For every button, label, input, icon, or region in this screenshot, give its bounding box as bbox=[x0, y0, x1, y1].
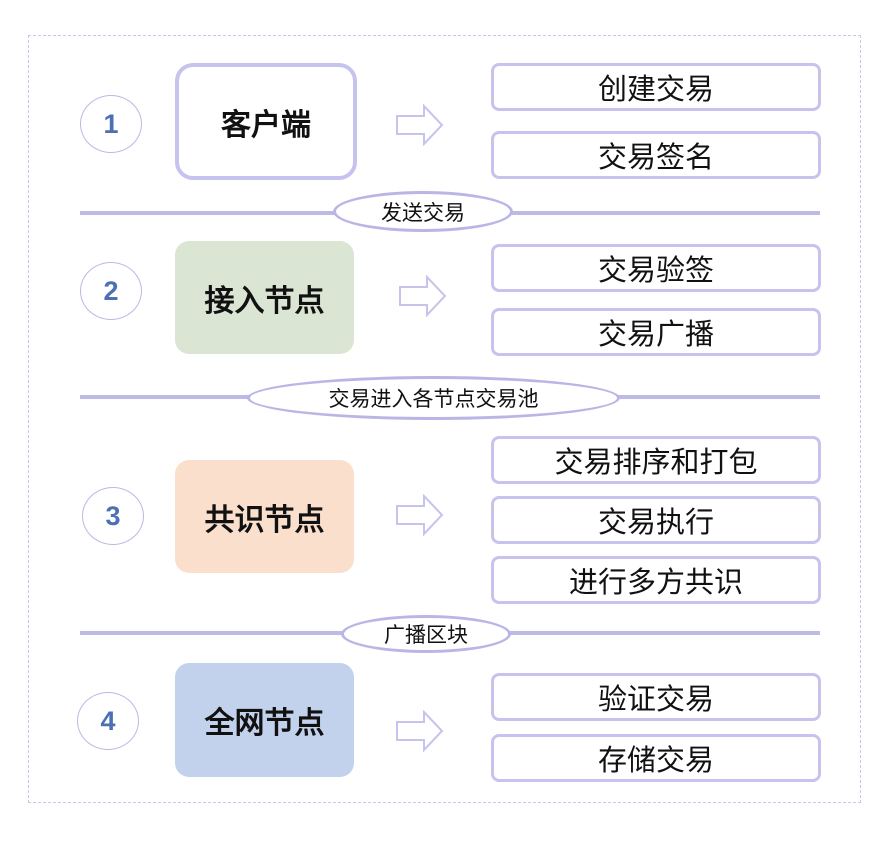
step-order-and-pack: 交易排序和打包 bbox=[491, 436, 821, 484]
step-multi-party-consensus: 进行多方共识 bbox=[491, 556, 821, 604]
step-create-transaction: 创建交易 bbox=[491, 63, 821, 111]
stage-number-3: 3 bbox=[82, 487, 144, 545]
full-network-node: 全网节点 bbox=[175, 663, 354, 777]
stage-number-1: 1 bbox=[80, 95, 142, 153]
right-arrow-icon bbox=[396, 710, 444, 752]
access-node: 接入节点 bbox=[175, 241, 354, 354]
transition-send-transaction: 发送交易 bbox=[333, 191, 513, 232]
step-execute-transaction: 交易执行 bbox=[491, 496, 821, 544]
diagram-frame bbox=[28, 35, 861, 803]
step-sign-transaction: 交易签名 bbox=[491, 131, 821, 179]
step-verify-signature: 交易验签 bbox=[491, 244, 821, 292]
right-arrow-icon bbox=[396, 104, 444, 146]
transition-broadcast-block: 广播区块 bbox=[341, 615, 511, 653]
step-store-transaction: 存储交易 bbox=[491, 734, 821, 782]
client-node: 客户端 bbox=[175, 63, 357, 180]
stage-number-2: 2 bbox=[80, 262, 142, 320]
step-broadcast-transaction: 交易广播 bbox=[491, 308, 821, 356]
transition-enter-tx-pool: 交易进入各节点交易池 bbox=[247, 376, 620, 420]
stage-number-4: 4 bbox=[77, 692, 139, 750]
right-arrow-icon bbox=[399, 275, 447, 317]
right-arrow-icon bbox=[396, 494, 444, 536]
consensus-node: 共识节点 bbox=[175, 460, 354, 573]
step-validate-transaction: 验证交易 bbox=[491, 673, 821, 721]
